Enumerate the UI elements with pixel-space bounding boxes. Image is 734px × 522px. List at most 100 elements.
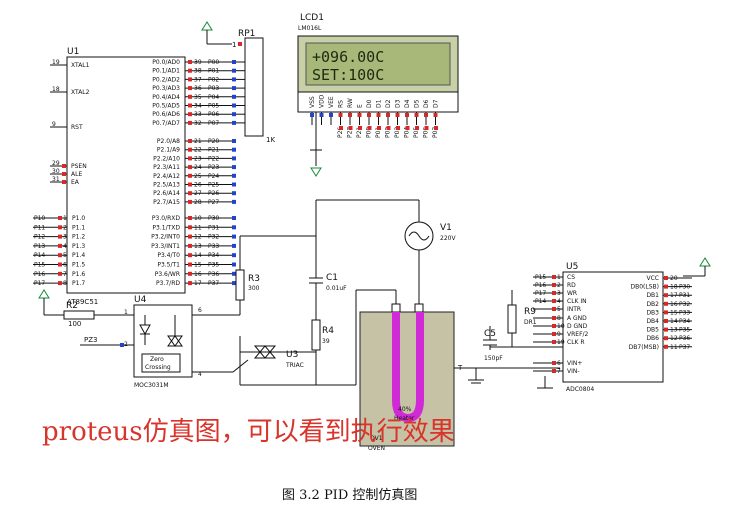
u1-p1-num: 7 [63,271,67,278]
u1-microcontroller: U1 AT89C51 [66,47,186,306]
u5-right-num: 14 [670,318,678,325]
u1-port-net: P06 [208,111,219,118]
u5-adc: U5 ADC0804 [537,262,664,393]
u1-port-marker [188,103,192,108]
u1-port-end-marker [232,147,236,152]
rp1-value: 1K [266,136,275,144]
u5-left-net: P16 [535,282,546,289]
lcd-pin-label: RW [347,98,354,108]
u5-right-net: P30 [679,284,690,291]
u1-port-num: 34 [194,103,202,110]
u1-port-num: 28 [194,199,202,206]
u1-port-name: P2.2/A10 [153,155,180,162]
u5-right-num: 18 [670,284,678,291]
u1-pin-marker [62,172,66,176]
power-terminal-top [201,21,232,45]
u5-right-marker [664,284,668,289]
u1-p1-marker [58,281,62,286]
u1-port-marker [188,173,192,178]
u5-left-name: VREF/2 [567,331,589,338]
u5-left-num: 2 [557,282,561,289]
u1-port-name: P3.1/TXD [152,224,180,231]
u5-right-num: 11 [670,344,678,351]
u1-port-name: P0.2/AD2 [152,76,180,83]
u1-port-net: P04 [208,94,219,101]
u1-p1-num: 5 [63,252,67,259]
u1-port-end-marker [232,68,236,73]
c5-value: 150pF [484,355,503,362]
lcd-line1: +096.00C [312,48,384,66]
u1-p1-net: P15 [34,262,45,269]
r9-resistor: R9 DR1 [507,290,537,347]
u1-port-marker [188,253,192,258]
u1-p1-name: P1.1 [72,224,85,231]
u1-port-end-marker [232,165,236,170]
u5-right-num: 13 [670,327,678,334]
u5-left-name: D GND [567,323,588,330]
u1-port-marker [188,182,192,187]
v1-value: 220V [440,235,456,242]
lcd-pin-label: D0 [366,99,373,108]
u1-p1-num: 3 [63,234,67,241]
u5-right-name: DB3 [646,309,659,316]
u1-p1-num: 4 [63,243,67,250]
u1-port-end-marker [232,60,236,64]
u1-p1-net: P10 [34,215,45,222]
lcd-pin-marker [357,113,362,117]
r3-ref: R3 [248,274,260,284]
u5-left-name: CLK R [567,339,585,346]
u5-left-name: INTR [567,306,581,313]
u1-port-end-marker [232,234,236,239]
lcd-pin-label: VDD [319,94,326,108]
lcd-pin-marker [310,113,314,117]
u5-left-num: 1 [557,274,561,281]
lcd-module: LCD1 LM016L +096.00C SET:100C [297,13,459,113]
u1-port-name: P2.5/A13 [153,182,180,189]
u1-port-num: 11 [194,224,202,231]
u1-p1-net: P16 [34,271,45,278]
u1-p1-net: P14 [34,252,45,259]
u1-port-name: P2.0/A8 [157,138,180,145]
u1-port-num: 37 [194,76,202,83]
u4-optotriac: U4 MOC3031M 1 2 4 6 Zero Crossing PZ3 [80,295,240,389]
u1-port-net: P07 [208,120,219,127]
u5-right-name: DB4 [646,318,659,325]
u1-port-net: P05 [208,103,219,110]
u1-port-marker [188,262,192,267]
u1-port-marker [188,112,192,117]
u5-left-net: P14 [535,298,546,305]
u1-pin-name: ALE [71,171,82,178]
u1-port-name: P3.7/RD [156,280,180,287]
u5-right-marker [664,301,668,306]
u1-port-name: P3.0/RXD [152,215,180,222]
u1-port-marker [188,271,192,276]
u5-left-marker [552,291,556,295]
r9-value: DR1 [524,319,537,326]
u5-left-num: 10 [557,323,565,330]
lcd-pin-marker [329,113,333,117]
oven-percent: 40% [398,406,412,413]
u1-port-marker [188,234,192,239]
u1-port-num: 27 [194,190,202,197]
u1-p1-num: 2 [63,224,67,231]
u1-port-end-marker [232,156,236,161]
u1-port-name: P2.6/A14 [153,190,180,197]
oven-heater: 40% Heater OV1 OVEN T [355,289,560,452]
u1-port-name: P2.7/A15 [153,199,180,206]
c5-ref: C5 [484,329,496,339]
lcd-pin-net: P04 [404,127,411,138]
u5-right-name: DB0(LSB) [630,284,659,291]
u1-port-num: 22 [194,147,202,154]
v1-ref: V1 [440,223,452,233]
power-terminal-right [683,257,711,277]
r4-resistor: R4 39 [311,319,334,385]
figure-caption: 图 3.2 PID 控制仿真图 [282,488,417,503]
lcd-net-marker [358,126,362,130]
lcd-net-marker [434,126,438,130]
u5-left-num: 4 [557,298,561,305]
u1-port-marker [188,281,192,286]
u1-port-marker [188,156,192,161]
u1-pin-marker [62,164,66,168]
